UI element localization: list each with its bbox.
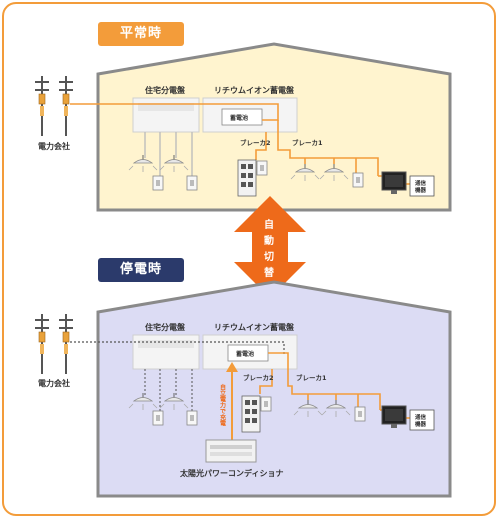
- battery-label: 蓄電池: [230, 114, 248, 122]
- outlet-icon: [260, 396, 272, 412]
- comm-device-box: [409, 409, 435, 431]
- switch-label-4: 替: [264, 266, 275, 279]
- utility-pole-icon: [34, 313, 50, 375]
- outlet-icon: [152, 175, 164, 191]
- outlet-icon: [152, 410, 164, 426]
- comm-device-label: 通信機器: [415, 179, 427, 194]
- pcs-label: 太陽光パワーコンディショナ: [179, 468, 283, 478]
- self-power-label: 自立電力で充電: [219, 383, 226, 427]
- comm-device-box: [409, 175, 435, 197]
- normal-badge: 平常時: [98, 22, 184, 46]
- outlet-icon: [186, 410, 198, 426]
- switch-label-1: 自: [264, 218, 274, 231]
- power-company-label: 電力会社: [38, 141, 70, 151]
- grid-wire: [70, 103, 279, 121]
- switch-label-3: 切: [264, 251, 274, 263]
- fuse-box-icon: [237, 159, 257, 197]
- house-panel-label: 住宅分電盤: [145, 322, 186, 332]
- backup-wire-2: [259, 369, 273, 394]
- comm-line-1: 通信: [415, 413, 427, 421]
- power-conditioner-icon: [205, 439, 257, 463]
- comm-device-label: 通信機器: [415, 413, 427, 428]
- load-wire-2: [255, 132, 267, 160]
- outlet-icon: [352, 172, 364, 188]
- battery-panel-label: リチウムイオン蓄電盤: [214, 322, 295, 332]
- outer-frame: [2, 2, 496, 516]
- switch-label-2: 動: [264, 234, 274, 247]
- auto-switch-arrow: [234, 196, 306, 298]
- outage-house: [96, 280, 452, 498]
- outlet-icon: [354, 406, 366, 422]
- utility-pole-icon: [34, 75, 50, 137]
- battery-panel-label: リチウムイオン蓄電盤: [214, 85, 295, 95]
- outlet-icon: [186, 175, 198, 191]
- self-power-text: 自立電力で充電: [219, 383, 226, 427]
- battery-label: 蓄電池: [236, 350, 254, 358]
- utility-pole-icon: [58, 313, 74, 375]
- breaker1-label: ブレーカ1: [292, 138, 323, 147]
- breaker1-label: ブレーカ1: [296, 373, 327, 382]
- comm-line-2: 機器: [415, 420, 427, 428]
- utility-pole-icon: [58, 75, 74, 137]
- breaker2-label: ブレーカ2: [243, 373, 274, 382]
- comm-line-1: 通信: [415, 179, 427, 187]
- disconnected-grid-wire: [70, 341, 285, 356]
- outlet-icon: [256, 160, 268, 176]
- power-company-label: 電力会社: [38, 378, 70, 388]
- breaker2-label: ブレーカ2: [240, 138, 271, 147]
- comm-line-2: 機器: [415, 186, 427, 194]
- fuse-box-icon: [241, 395, 261, 433]
- backup-wire: [268, 352, 381, 410]
- battery-box: [221, 108, 263, 126]
- house-panel-label: 住宅分電盤: [145, 85, 186, 95]
- load-wire-1: [277, 120, 379, 176]
- outage-badge: 停電時: [98, 258, 184, 282]
